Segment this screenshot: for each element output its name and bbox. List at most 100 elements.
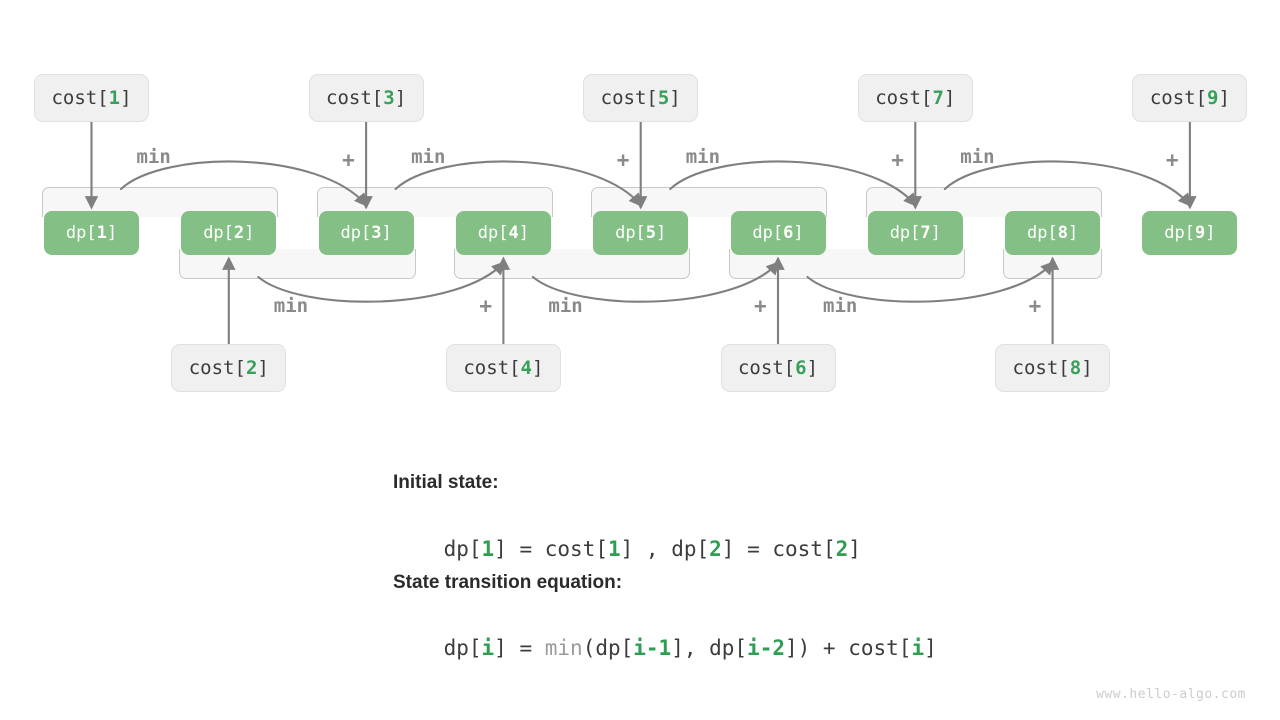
cost-box-name: cost[	[737, 357, 796, 379]
cost-box-2: cost[2]	[171, 344, 287, 392]
cost-box-name: cost[	[463, 357, 521, 379]
label-plus-bottom-1: +	[479, 294, 493, 318]
eq-part: ] =	[494, 636, 545, 660]
dp-cell-index: 6	[783, 223, 794, 243]
cost-box-index: 9	[1207, 87, 1219, 109]
cost-box-bracket: ]	[669, 87, 681, 109]
cost-box-name: cost[	[600, 87, 658, 109]
cost-box-index: 3	[383, 87, 395, 109]
dp-cell-index: 8	[1057, 223, 1068, 243]
dp-cell-6: dp[6]	[730, 211, 826, 255]
dp-cell-name: dp[	[1026, 223, 1058, 243]
eq-min-keyword: min	[544, 636, 583, 660]
label-min-top-1: min	[136, 146, 171, 168]
dp-cell-bracket: ]	[656, 223, 667, 243]
cost-box-name: cost[	[1012, 357, 1070, 379]
dp-cell-name: dp[	[752, 223, 784, 243]
cost-box-index: 1	[108, 87, 121, 109]
dp-cell-name: dp[	[615, 223, 646, 243]
cost-box-name: cost[	[1149, 87, 1208, 109]
cost-box-bracket: ]	[806, 357, 819, 379]
dp-cell-3: dp[3]	[318, 211, 414, 255]
cost-box-bracket: ]	[1218, 87, 1230, 109]
eq-part: ] , dp[	[620, 537, 710, 561]
dp-cell-index: 4	[508, 223, 519, 243]
label-min-bottom-2: min	[548, 295, 583, 317]
eq-index: i-1	[633, 636, 672, 660]
dp-cell-bracket: ]	[518, 223, 529, 243]
initial-state-heading: Initial state:	[393, 472, 499, 493]
dp-cell-2: dp[2]	[181, 211, 277, 255]
eq-part: ]) + cost[	[785, 636, 912, 660]
cost-box-name: cost[	[326, 87, 384, 109]
cost-box-bracket: ]	[257, 357, 269, 379]
eq-part: ]	[924, 636, 937, 660]
cost-box-1: cost[1]	[34, 74, 149, 122]
label-min-top-4: min	[960, 146, 995, 168]
cost-box-3: cost[3]	[308, 74, 424, 122]
cost-box-7: cost[7]	[857, 74, 973, 122]
dp-cell-8: dp[8]	[1005, 211, 1101, 255]
eq-part: ]	[848, 537, 861, 561]
dp-cell-index: 7	[920, 223, 931, 243]
dp-cell-index: 9	[1195, 223, 1206, 243]
dp-cell-bracket: ]	[1067, 223, 1079, 243]
cost-box-index: 6	[795, 357, 807, 379]
dp-cell-5: dp[5]	[593, 211, 689, 255]
dp-cell-bracket: ]	[244, 223, 255, 243]
dp-cell-name: dp[	[203, 223, 234, 243]
dp-cell-9: dp[9]	[1142, 211, 1238, 255]
dp-cell-index: 2	[233, 223, 245, 243]
cost-box-8: cost[8]	[995, 344, 1111, 392]
eq-part: dp[	[443, 636, 482, 660]
eq-index: i	[911, 636, 925, 660]
transition-equation: dp[i] = min(dp[i-1], dp[i-2]) + cost[i]	[393, 612, 937, 684]
dp-cell-bracket: ]	[1205, 223, 1216, 243]
eq-index: 2	[835, 537, 849, 561]
dp-cell-name: dp[	[889, 223, 921, 243]
cost-box-bracket: ]	[1081, 357, 1093, 379]
eq-part: ] = cost[	[494, 537, 608, 561]
label-plus-top-3: +	[891, 148, 904, 172]
watermark: www.hello-algo.com	[1096, 687, 1246, 702]
dp-cell-index: 3	[371, 223, 382, 243]
dp-cell-name: dp[	[340, 223, 372, 243]
label-min-bottom-3: min	[823, 295, 858, 317]
label-plus-top-4: +	[1165, 148, 1179, 172]
eq-part: ] = cost[	[721, 537, 836, 561]
eq-part: dp[	[443, 537, 482, 561]
eq-index: i-2	[747, 636, 785, 660]
cost-box-6: cost[6]	[720, 344, 836, 392]
cost-box-9: cost[9]	[1132, 74, 1248, 122]
cost-box-name: cost[	[188, 357, 246, 379]
cost-box-index: 4	[520, 357, 532, 379]
eq-index: 2	[709, 537, 722, 561]
cost-box-5: cost[5]	[583, 74, 699, 122]
cost-box-index: 8	[1069, 357, 1082, 379]
cost-box-name: cost[	[51, 87, 109, 109]
cost-box-index: 5	[657, 87, 670, 109]
cost-box-name: cost[	[875, 87, 933, 109]
dp-cell-name: dp[	[1164, 223, 1195, 243]
label-plus-top-1: +	[342, 148, 355, 172]
dp-cell-bracket: ]	[106, 223, 118, 243]
label-min-bottom-1: min	[273, 295, 309, 317]
cost-box-bracket: ]	[531, 357, 544, 379]
dp-cell-bracket: ]	[793, 223, 804, 243]
cost-box-index: 2	[245, 357, 258, 379]
label-plus-bottom-3: +	[1028, 294, 1042, 318]
dp-cell-index: 5	[645, 223, 657, 243]
dp-cell-bracket: ]	[381, 223, 392, 243]
label-plus-top-2: +	[616, 148, 630, 172]
eq-part: (dp[	[582, 636, 634, 660]
dp-cell-1: dp[1]	[44, 211, 139, 255]
dp-cell-4: dp[4]	[455, 211, 551, 255]
cost-box-index: 7	[932, 87, 944, 109]
label-min-top-2: min	[411, 146, 446, 168]
dp-cell-name: dp[	[477, 223, 509, 243]
dp-cell-name: dp[	[65, 223, 97, 243]
dp-cell-bracket: ]	[930, 223, 941, 243]
cost-box-bracket: ]	[120, 87, 132, 109]
cost-box-bracket: ]	[394, 87, 407, 109]
